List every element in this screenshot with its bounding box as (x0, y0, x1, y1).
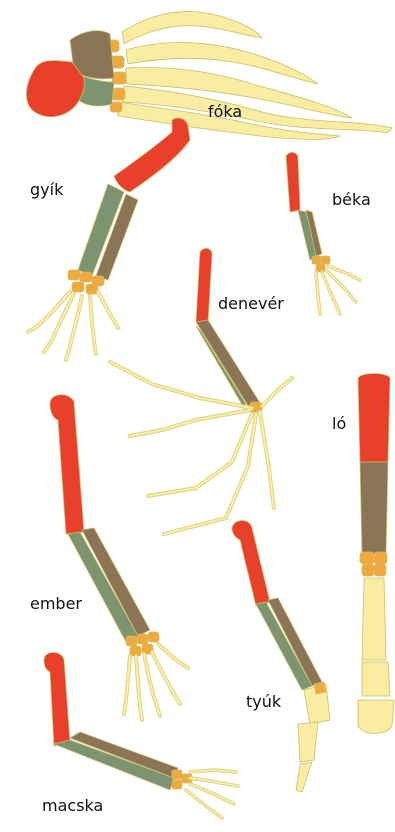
horse-hoof (358, 700, 394, 734)
label-human: ember (30, 594, 82, 613)
horse-cannon-bone (362, 578, 386, 660)
lizard-limb (28, 118, 190, 360)
chicken-humerus (232, 521, 270, 607)
horse-humerus (358, 374, 390, 463)
label-chicken: tyúk (246, 692, 281, 711)
human-humerus (50, 395, 84, 534)
lizard-humerus (114, 118, 190, 192)
chicken-wing (232, 521, 330, 793)
horse-limb (358, 374, 394, 734)
label-lizard: gyík (30, 180, 63, 199)
label-bat: denevér (218, 294, 284, 313)
frog-humerus (286, 152, 300, 212)
human-arm (50, 395, 188, 720)
label-horse: ló (332, 414, 346, 433)
label-seal: fóka (208, 102, 242, 121)
cat-humerus (44, 653, 70, 747)
frog-limb (286, 152, 360, 314)
horse-pastern (362, 662, 390, 696)
label-frog: béka (332, 190, 371, 209)
bat-humerus (196, 248, 212, 322)
chicken-carpals (314, 682, 326, 694)
seal-humerus (26, 60, 84, 116)
chicken-carpometacarpus (296, 684, 330, 792)
label-cat: macska (42, 796, 103, 815)
horse-carpals (360, 552, 387, 576)
bat-wing (110, 248, 292, 534)
bat-ulna (196, 326, 246, 408)
cat-limb (44, 653, 238, 819)
seal-digits (118, 12, 392, 140)
horse-radius (360, 462, 388, 554)
